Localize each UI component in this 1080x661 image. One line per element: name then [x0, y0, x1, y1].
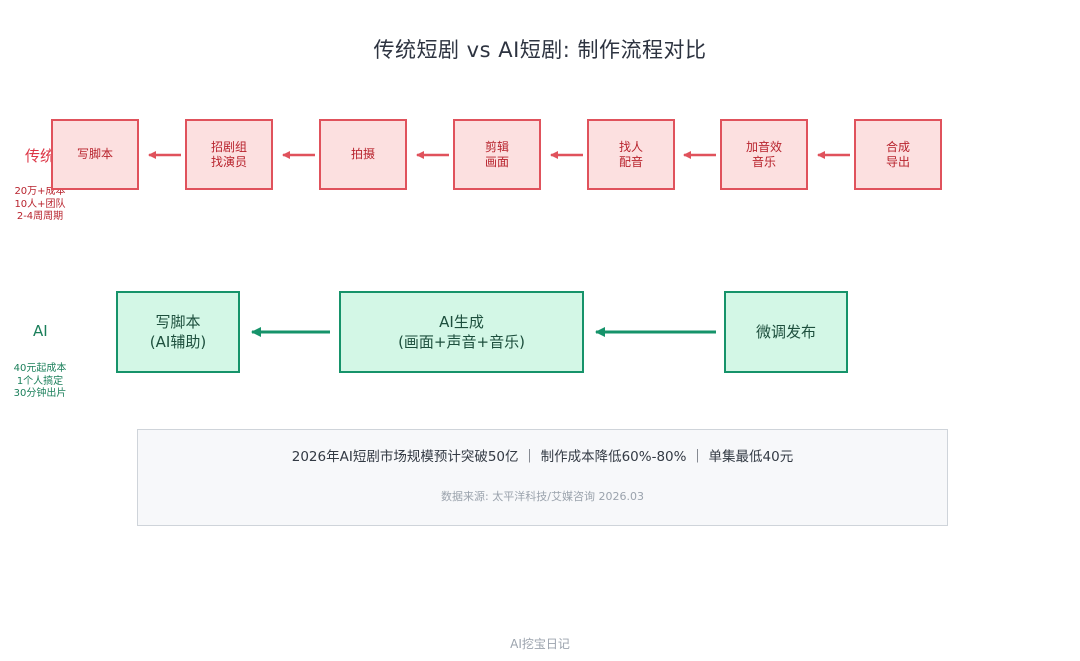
- traditional-label: 传统: [25, 147, 56, 165]
- traditional-step-write-script: 写脚本: [51, 119, 139, 190]
- traditional-stat: 10人+团队: [14, 198, 66, 210]
- ai-stats: 40元起成本 1个人搞定 30分钟出片: [10, 363, 70, 401]
- info-panel: 2026年AI短剧市场规模预计突破50亿 ｜ 制作成本降低60%-80% ｜ 单…: [137, 429, 948, 526]
- traditional-stats: 20万+成本 10人+团队 2-4周周期: [10, 186, 70, 224]
- ai-step-publish: 微调发布: [724, 291, 848, 373]
- footer-watermark: AI挖宝日记: [510, 637, 570, 651]
- data-source: 数据来源: 太平洋科技/艾媒咨询 2026.03: [441, 490, 644, 503]
- ai-stat: 30分钟出片: [13, 388, 67, 399]
- traditional-step-editing: 剪辑 画面: [453, 119, 541, 190]
- traditional-step-export: 合成 导出: [854, 119, 942, 190]
- ai-label: AI: [33, 322, 48, 340]
- ai-step-write-script: 写脚本 (AI辅助): [116, 291, 240, 373]
- diagram-title: 传统短剧 vs AI短剧: 制作流程对比: [373, 38, 707, 62]
- traditional-step-dubbing: 找人 配音: [587, 119, 675, 190]
- traditional-stat: 20万+成本: [14, 186, 66, 197]
- ai-step-generate: AI生成 (画面+声音+音乐): [339, 291, 584, 373]
- market-summary: 2026年AI短剧市场规模预计突破50亿 ｜ 制作成本降低60%-80% ｜ 单…: [291, 449, 794, 465]
- traditional-step-sound-effects: 加音效 音乐: [720, 119, 808, 190]
- traditional-stat: 2-4周周期: [16, 211, 64, 222]
- ai-stat: 1个人搞定: [16, 375, 64, 387]
- traditional-step-shooting: 拍摄: [319, 119, 407, 190]
- ai-stat: 40元起成本: [13, 363, 67, 374]
- traditional-step-casting: 招剧组 找演员: [185, 119, 273, 190]
